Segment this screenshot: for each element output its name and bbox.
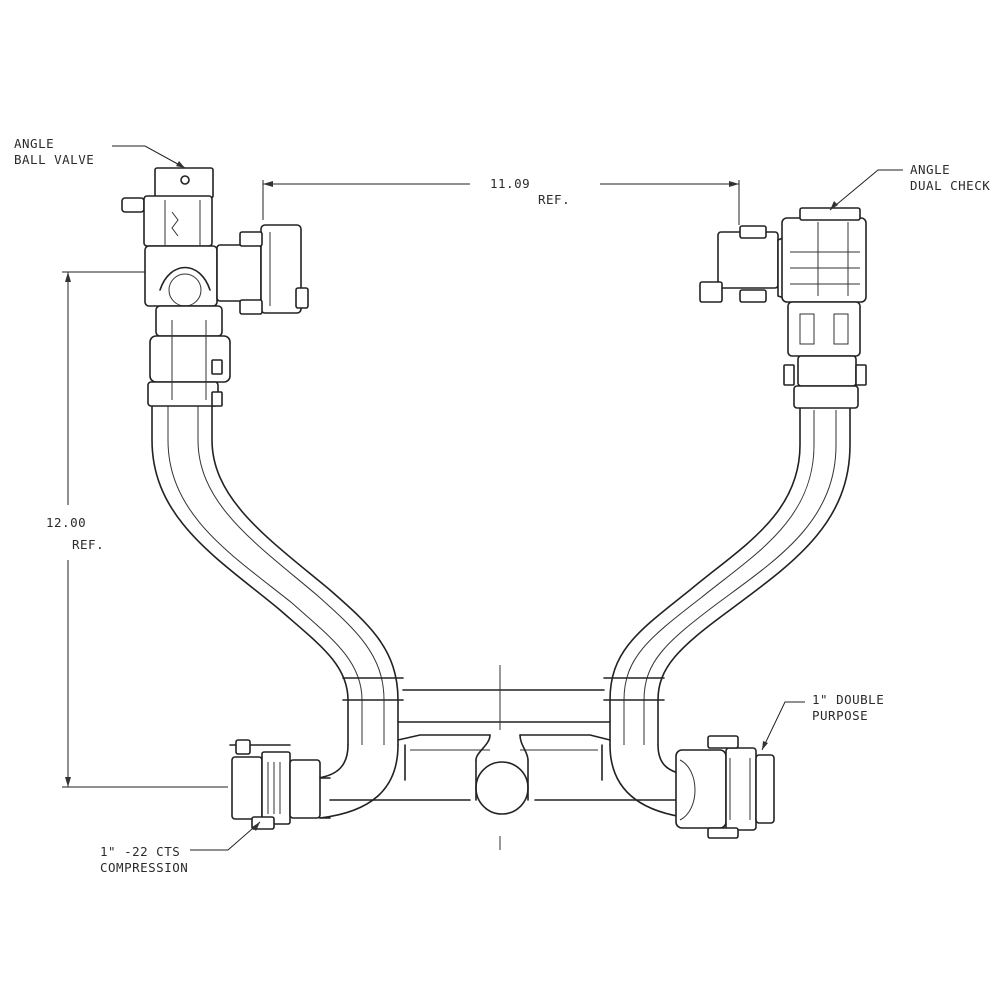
outlet-label-line1: 1" DOUBLE [812, 692, 884, 707]
angle-ball-valve [121, 167, 309, 407]
width-dimension: 11.09 REF. [262, 176, 740, 225]
angle-dual-check [699, 207, 867, 409]
inlet-label-line2: COMPRESSION [100, 860, 188, 875]
left-pipe [151, 399, 404, 819]
yoke-bar [329, 665, 681, 850]
width-dim-ref: REF. [538, 192, 570, 207]
outlet-label-line2: PURPOSE [812, 708, 868, 723]
height-dim-value: 12.00 [46, 515, 86, 530]
ball-valve-label-line1: ANGLE [14, 136, 54, 151]
height-dim-ref: REF. [72, 537, 104, 552]
dual-check-label-line1: ANGLE [910, 162, 950, 177]
leader-lines [112, 145, 903, 851]
outlet-double-purpose-fitting [675, 735, 775, 839]
width-dim-value: 11.09 [490, 176, 530, 191]
ball-valve-label-line2: BALL VALVE [14, 152, 94, 167]
inlet-label-line1: 1" -22 CTS [100, 844, 180, 859]
dual-check-label-line2: DUAL CHECK [910, 178, 990, 193]
inlet-compression-fitting [229, 739, 331, 830]
height-dimension: 12.00 REF. [46, 271, 228, 788]
right-pipe [603, 404, 851, 819]
